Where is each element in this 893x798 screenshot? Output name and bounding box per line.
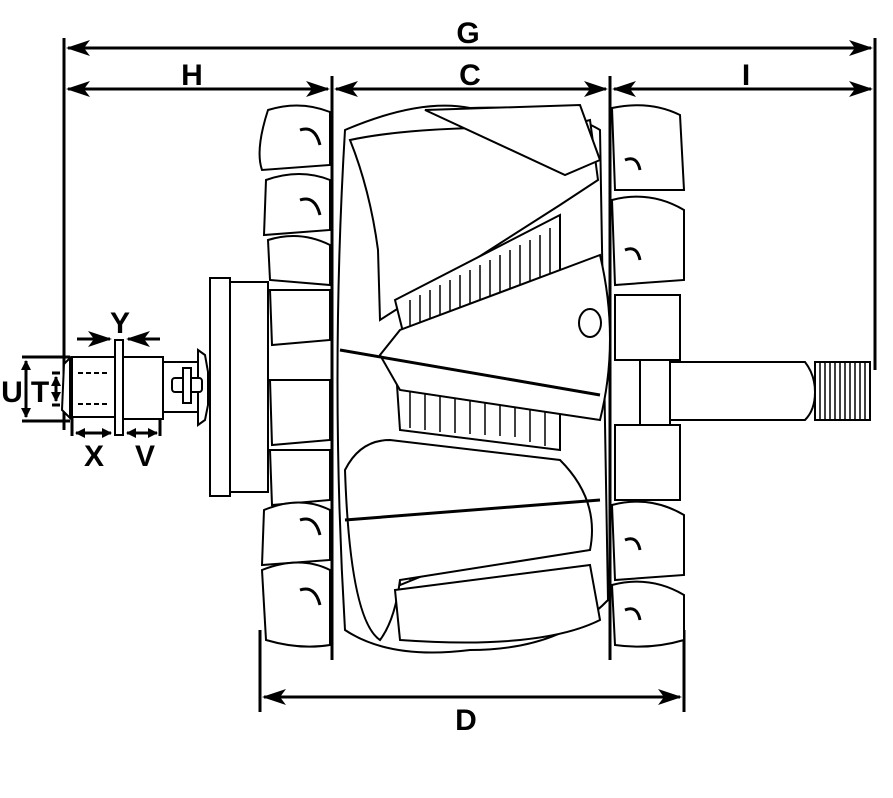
label-V: V bbox=[135, 440, 155, 473]
label-U: U bbox=[1, 376, 23, 409]
slip-rings bbox=[21, 331, 209, 438]
right-claw-pole bbox=[610, 104, 686, 648]
label-G: G bbox=[456, 17, 479, 50]
dimension-lines bbox=[66, 40, 873, 705]
label-H: H bbox=[181, 59, 203, 92]
label-X: X bbox=[84, 440, 104, 473]
label-D: D bbox=[455, 704, 477, 737]
rotor-body bbox=[336, 103, 611, 654]
label-I: I bbox=[742, 59, 750, 92]
front-plate bbox=[209, 277, 269, 497]
label-Y: Y bbox=[110, 307, 130, 340]
label-C: C bbox=[459, 59, 481, 92]
label-T: T bbox=[31, 376, 49, 409]
rear-shaft bbox=[639, 359, 871, 426]
left-claw-pole bbox=[258, 104, 331, 648]
